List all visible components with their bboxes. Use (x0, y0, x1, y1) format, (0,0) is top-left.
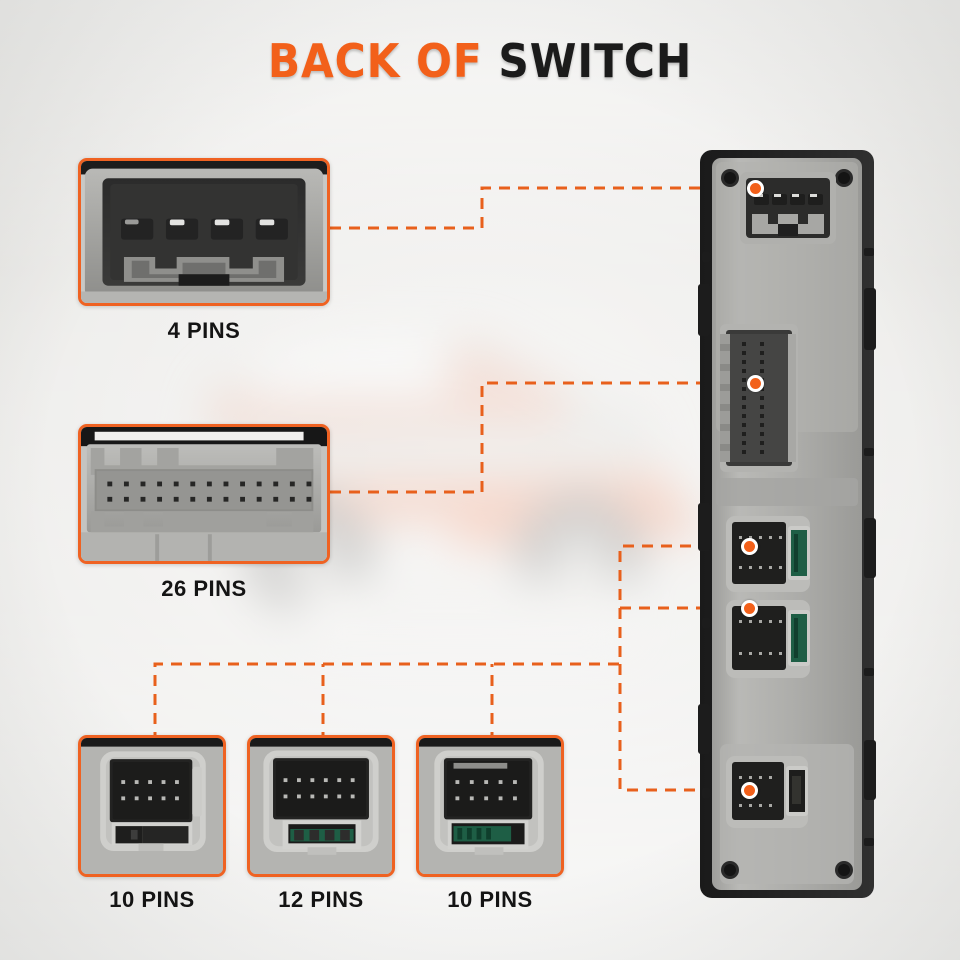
marker-dot-10-pin-upper[interactable] (741, 538, 758, 555)
callout-10-pins-right-label: 10 PINS (447, 887, 533, 912)
title-orange-text: BACK OF (267, 34, 483, 88)
callout-10-pins-left-label: 10 PINS (109, 887, 195, 912)
callout-4-pins-frame (78, 158, 330, 306)
switch-connector-26-pin (720, 324, 798, 472)
back-of-switch-assembly[interactable] (698, 148, 876, 900)
callout-10-pins-left[interactable]: 10 PINS (78, 735, 226, 912)
title-dark-text: SWITCH (498, 34, 693, 88)
callout-26-pins-frame (78, 424, 330, 564)
callout-10-pins-right[interactable]: 10 PINS (416, 735, 564, 912)
callout-10-pins-left-frame (78, 735, 226, 877)
connector-photo-4-pins (81, 161, 327, 303)
callout-12-pins-label: 12 PINS (278, 887, 364, 912)
marker-dot-10-pin-lower[interactable] (741, 782, 758, 799)
connector-photo-26-pins (81, 427, 327, 561)
callout-12-pins-frame (247, 735, 395, 877)
connector-photo-12-pins (250, 738, 392, 874)
marker-dot-12-pin[interactable] (741, 600, 758, 617)
switch-connector-4-pin (740, 172, 836, 244)
callout-26-pins-label: 26 PINS (161, 576, 247, 601)
callout-26-pins[interactable]: 26 PINS (78, 424, 330, 601)
marker-dot-4-pin[interactable] (747, 180, 764, 197)
callout-4-pins[interactable]: 4 PINS (78, 158, 330, 343)
connector-photo-10-pins-left (81, 738, 223, 874)
connector-photo-10-pins-right (419, 738, 561, 874)
callout-4-pins-label: 4 PINS (167, 318, 241, 343)
callout-10-pins-right-frame (416, 735, 564, 877)
page-title: BACK OF SWITCH (38, 34, 921, 88)
callout-12-pins[interactable]: 12 PINS (247, 735, 395, 912)
switch-connector-10-pin-lower (726, 756, 808, 828)
switch-connector-10-pin-upper (726, 516, 810, 592)
marker-dot-26-pin[interactable] (747, 375, 764, 392)
switch-connector-12-pin (726, 600, 810, 678)
